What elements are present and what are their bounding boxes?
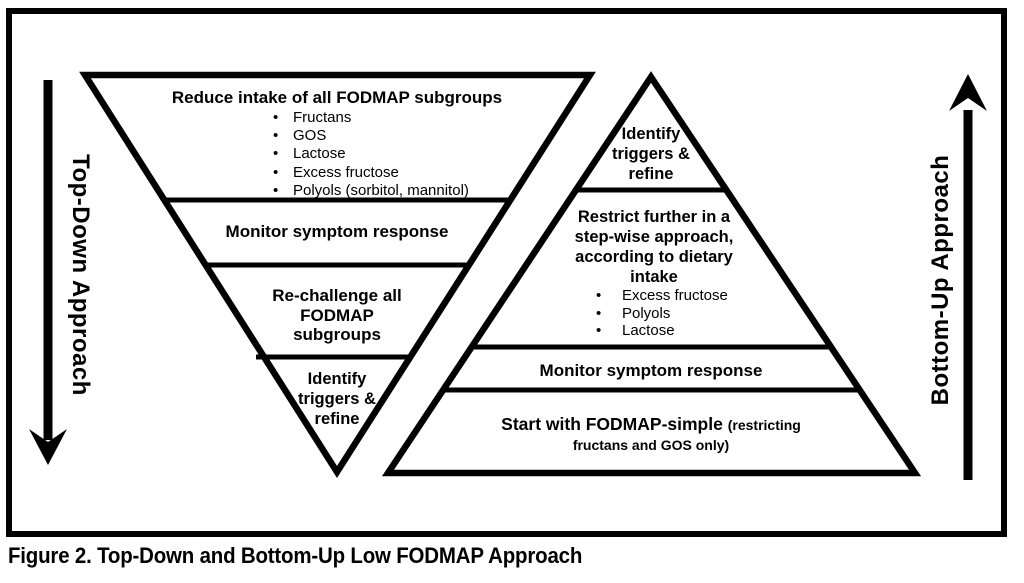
title-line: Restrict further in a (577, 208, 731, 226)
title-line: refine (628, 165, 674, 183)
bottom-up-triangle (381, 71, 922, 477)
bullet-item: Polyols (592, 305, 772, 323)
bullet-item: Excess fructose (592, 287, 772, 305)
title-line: Re-challenge all (272, 286, 402, 305)
bottom-up-section-4-title: Start with FODMAP-simple (restricting fr… (431, 413, 871, 454)
top-down-section-1-title: Reduce intake of all FODMAP subgroups (171, 88, 503, 107)
title-line: Identify (621, 125, 681, 143)
bullet-item: GOS (268, 127, 498, 145)
bottom-up-section-2-list: Excess fructose Polyols Lactose (592, 287, 772, 340)
title-line: refine (314, 410, 360, 428)
title-line: subgroups (293, 325, 381, 344)
up-arrow-icon (949, 74, 987, 480)
bullet-item: Polyols (sorbitol, mannitol) (268, 182, 498, 200)
top-down-section-2-title: Monitor symptom response (225, 222, 449, 241)
title-main: Start with FODMAP-simple (501, 414, 723, 434)
title-note: (restricting (727, 417, 801, 433)
bullet-item: Lactose (592, 322, 772, 340)
title-line: according to dietary (575, 248, 733, 266)
top-down-section-1-list: Fructans GOS Lactose Excess fructose Pol… (268, 109, 498, 200)
title-line: FODMAP (300, 305, 374, 325)
bottom-up-section-3-title: Monitor symptom response (539, 361, 763, 380)
top-down-section-4-title: Identify triggers & refine (262, 369, 412, 429)
bullet-item: Fructans (268, 109, 498, 127)
figure-caption: Figure 2. Top-Down and Bottom-Up Low FOD… (8, 543, 583, 568)
bottom-up-approach-label: Bottom-Up Approach (927, 154, 954, 406)
bullet-item: Lactose (268, 145, 498, 163)
title-line: step-wise approach, (574, 228, 734, 246)
title-line: Identify (307, 370, 367, 388)
bottom-up-section-1-title: Identify triggers & refine (576, 124, 726, 184)
title-line: intake (630, 268, 678, 286)
title-line: fructans and GOS only) (572, 437, 730, 453)
title-line: triggers & (612, 145, 690, 163)
title-line: Start with FODMAP-simple (restricting (431, 413, 871, 436)
down-arrow-icon (29, 80, 67, 465)
top-down-approach-label: Top-Down Approach (67, 154, 94, 396)
top-down-section-3-title: Re-challenge all FODMAP subgroups (237, 286, 437, 345)
bullet-item: Excess fructose (268, 164, 498, 182)
bottom-up-section-2-title: Restrict further in a step-wise approach… (524, 207, 784, 287)
title-line: triggers & (298, 390, 376, 408)
